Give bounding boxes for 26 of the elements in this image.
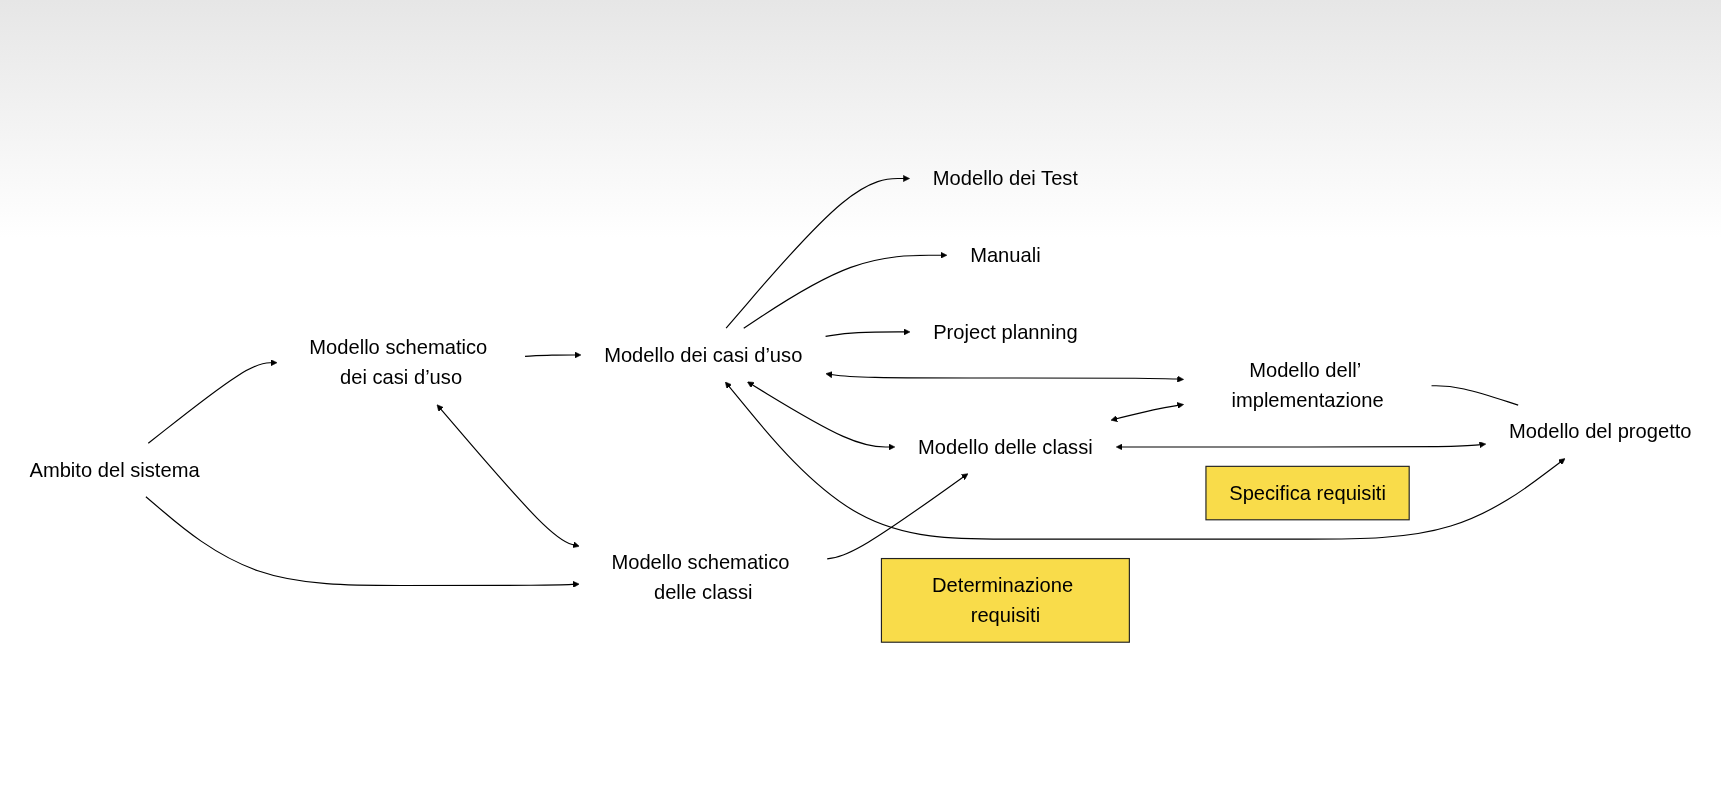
- arrow: [1110, 402, 1184, 422]
- arrow: [747, 381, 896, 451]
- arrow: [1116, 441, 1487, 451]
- node-text: Modello delle classi: [918, 434, 1093, 459]
- node-text: Modello schematico delle classi: [611, 550, 790, 605]
- node-text: Modello dell’ implementazione: [1231, 358, 1384, 413]
- arrow: [825, 371, 1184, 383]
- node-box: Specifica requisiti: [1205, 465, 1410, 521]
- arrow: [743, 251, 948, 329]
- arrow: [825, 328, 911, 337]
- connector: [1430, 385, 1519, 406]
- node-text: Ambito del sistema: [29, 458, 200, 482]
- node-text: Project planning: [933, 319, 1078, 344]
- arrow: [145, 496, 580, 588]
- arrow: [826, 473, 969, 560]
- arrow: [725, 175, 910, 329]
- node-text: Modello dei Test: [932, 166, 1079, 190]
- node-box: Determinazione requisiti: [880, 557, 1130, 643]
- arrow: [436, 404, 580, 549]
- node-text: Modello schematico dei casi d’uso: [309, 335, 488, 390]
- arrow: [524, 351, 582, 359]
- arrow: [147, 359, 278, 444]
- arrow: [725, 381, 1566, 540]
- node-text: Manuali: [970, 243, 1041, 267]
- node-text: Modello del progetto: [1509, 419, 1692, 444]
- node-text: Modello dei casi d’uso: [604, 342, 803, 367]
